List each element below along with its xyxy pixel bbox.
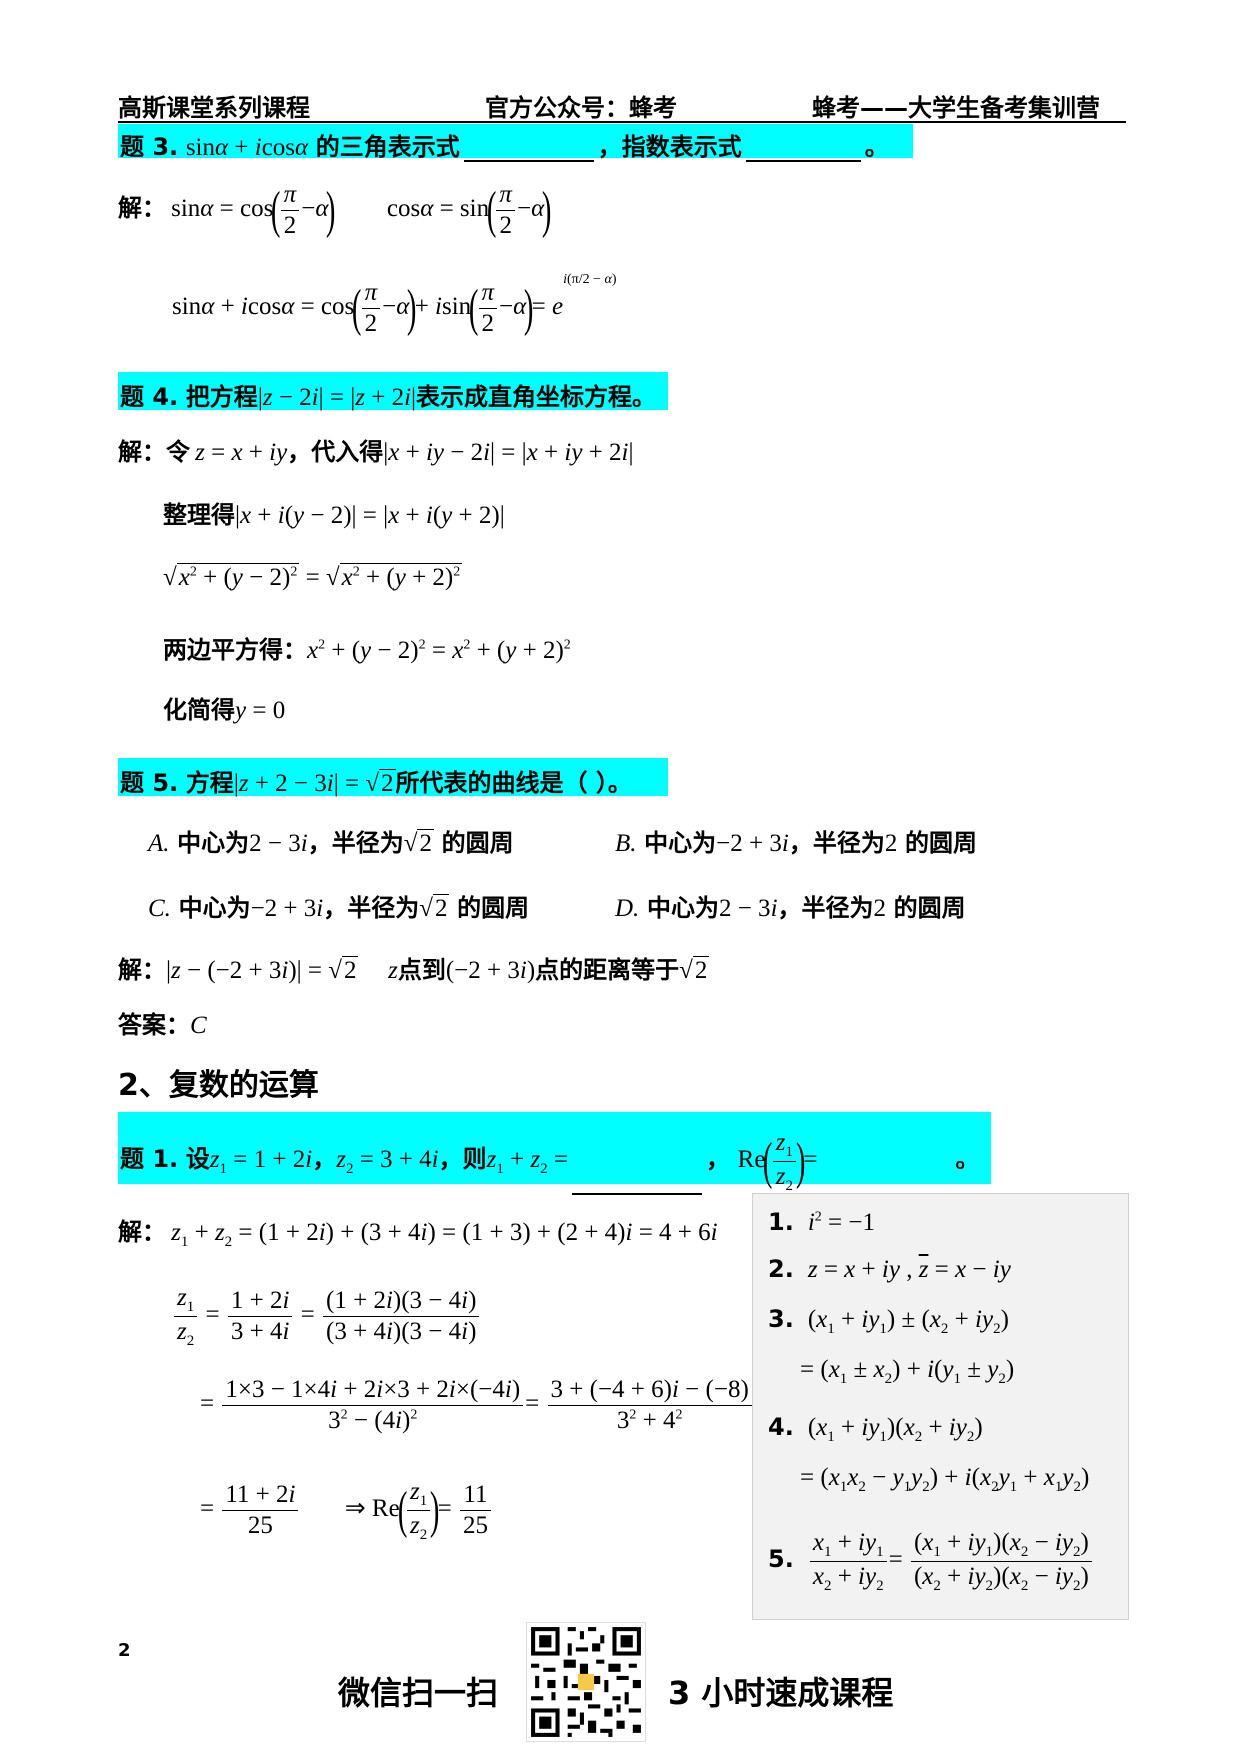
q4-solution-line3: √x2 + (y − 2)2 = √x2 + (y + 2)2	[163, 563, 463, 591]
section-2-title: 2、复数的运算	[118, 1068, 319, 1103]
formula-3-result: = (x1 ± x2) + i(y1 ± y2)	[800, 1356, 1015, 1387]
q5-question: 题 5. 方程|z + 2 − 3i| = √2所代表的曲线是（ ）。	[120, 769, 632, 797]
q5-highlight	[118, 758, 668, 796]
q4-highlight	[118, 372, 668, 410]
q3-question: 题 3. sinα + icosα 的三角表示式，指数表示式。	[120, 133, 889, 162]
q1-question: 题 1. 设z1 = 1 + 2i，z2 = 3 + 4i，则z1 + z2 =…	[120, 1129, 980, 1195]
q5-option-a: A. 中心为2 − 3i，半径为√2 的圆周	[148, 829, 514, 857]
formula-summary-box	[752, 1193, 1129, 1620]
header-rule	[118, 121, 1126, 123]
q3-highlight	[118, 124, 913, 158]
q4-question: 题 4. 把方程|z − 2i| = |z + 2i|表示成直角坐标方程。	[120, 383, 657, 411]
formula-2: 2.z = x + iy , z = x − iy	[768, 1255, 1011, 1283]
q4-solution-line4: 两边平方得：x2 + (y − 2)2 = x2 + (y + 2)2	[163, 636, 571, 664]
q5-solution: 解：|z − (−2 + 3i)| = √2 z点到(−2 + 3i)点的距离等…	[118, 956, 710, 984]
page-number: 2	[118, 1640, 131, 1661]
qr-code[interactable]	[526, 1622, 646, 1742]
q1-highlight	[118, 1112, 991, 1184]
header-camp: 蜂考——大学生备考集训营	[812, 94, 1100, 122]
q5-answer: 答案：C	[118, 1011, 207, 1039]
q5-option-d: D. 中心为2 − 3i，半径为2 的圆周	[615, 894, 966, 922]
q1-solution-line3: = 1×3 − 1×4i + 2i×3 + 2i×(−4i)32 − (4i)2…	[200, 1375, 754, 1436]
q4-solution-line5: 化简得y = 0	[163, 696, 286, 724]
footer-course-text: 3 小时速成课程	[668, 1674, 894, 1712]
q5-option-b: B. 中心为−2 + 3i，半径为2 的圆周	[615, 829, 977, 857]
footer-scan-text: 微信扫一扫	[338, 1674, 499, 1712]
formula-1: 1.i2 = −1	[768, 1208, 875, 1236]
qr-code-icon	[527, 1623, 645, 1741]
q5-option-c: C. 中心为−2 + 3i，半径为√2 的圆周	[148, 894, 530, 922]
q4-solution-line1: 解：令 z = x + iy，代入得|x + iy − 2i| = |x + i…	[118, 438, 634, 466]
q1-solution-line1: 解： z1 + z2 = (1 + 2i) + (3 + 4i) = (1 + …	[118, 1218, 718, 1250]
header-account: 官方公众号：蜂考	[485, 94, 677, 122]
formula-4-result: = (x1x2 − y1y2) + i(x2y1 + x1y2)	[800, 1464, 1090, 1495]
formula-4: 4.(x1 + iy1)(x2 + iy2)	[768, 1413, 983, 1445]
q4-solution-line2: 整理得|x + i(y − 2)| = |x + i(y + 2)|	[163, 501, 505, 529]
header-course: 高斯课堂系列课程	[118, 94, 310, 122]
formula-3: 3.(x1 + iy1) ± (x2 + iy2)	[768, 1305, 1009, 1337]
